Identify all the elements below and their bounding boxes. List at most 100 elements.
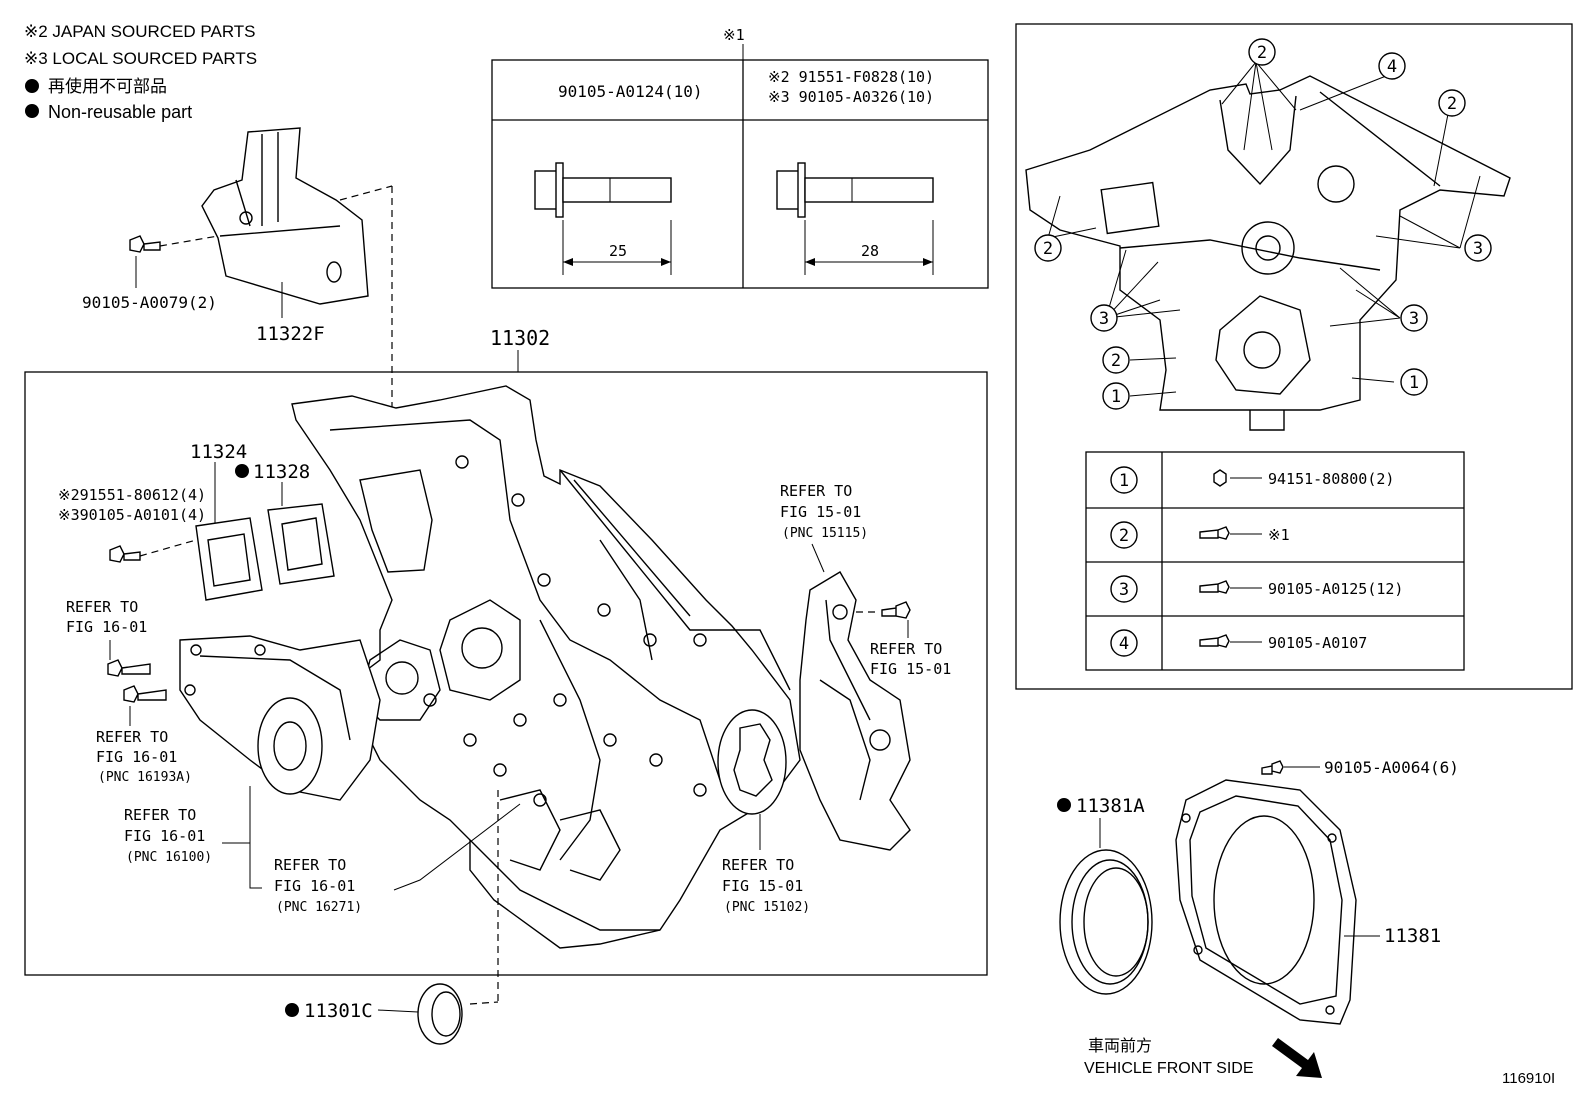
svg-text:(PNC 16100): (PNC 16100) <box>126 850 212 865</box>
flange-bolt-icon <box>534 162 672 218</box>
non-reusable-dot-icon <box>235 464 249 478</box>
refer-16271: REFER TO FIG 16-01 (PNC 16271) <box>274 803 521 915</box>
refer-15102: REFER TO FIG 15-01 (PNC 15102) <box>722 856 810 915</box>
assembly-frame <box>24 371 988 976</box>
part-11381: 11381 <box>1384 925 1441 947</box>
gasket-11328: 11328 <box>235 461 335 585</box>
svg-text:FIG 16-01: FIG 16-01 <box>274 877 355 895</box>
non-reusable-dot-icon <box>25 79 39 93</box>
svg-text:REFER TO: REFER TO <box>96 728 168 746</box>
bolt-key-row: 1 94151-80800(2) <box>1110 466 1394 494</box>
front-en: VEHICLE FRONT SIDE <box>1084 1060 1254 1077</box>
callout-circle: 1 <box>1102 382 1130 410</box>
part-90105-A0064: 90105-A0064(6) <box>1324 758 1459 777</box>
table-len1: 25 <box>609 242 627 260</box>
bolt-location-view <box>1025 75 1511 431</box>
rear-seal-retainer-11381: 90105-A0064(6) 11381 <box>1175 758 1459 1025</box>
callout-circle: 2 <box>1438 89 1466 117</box>
non-reusable-dot-icon <box>1057 798 1071 812</box>
svg-text:2: 2 <box>1447 94 1457 114</box>
table-col2-line2: ※3 90105-A0326(10) <box>768 88 934 106</box>
svg-text:1: 1 <box>1119 471 1129 491</box>
refer-16-01-top: REFER TO FIG 16-01 <box>66 598 167 703</box>
svg-text:2: 2 <box>1043 239 1053 259</box>
part-91551-80612: ※291551-80612(4) <box>58 486 206 504</box>
svg-text:FIG 15-01: FIG 15-01 <box>780 503 861 521</box>
legend: ※2 JAPAN SOURCED PARTS ※3 LOCAL SOURCED … <box>24 22 257 122</box>
bolt-key-row: 2 ※1 <box>1110 521 1290 549</box>
non-reusable-dot-icon <box>25 104 39 118</box>
legend-nonreuse-en: Non-reusable part <box>48 102 192 122</box>
bolt-callout-leaders <box>1047 61 1481 397</box>
svg-text:REFER TO: REFER TO <box>274 856 346 874</box>
callout-circle: 3 <box>1090 304 1118 332</box>
svg-text:3: 3 <box>1409 309 1419 329</box>
svg-text:(PNC 16193A): (PNC 16193A) <box>98 770 192 785</box>
oil-pump-rotor <box>717 709 787 850</box>
flange-bolt-icon <box>776 162 934 218</box>
callout-circle: 2 <box>1102 346 1130 374</box>
callout-circle: 1 <box>1400 368 1428 396</box>
svg-text:3: 3 <box>1473 239 1483 259</box>
svg-text:2: 2 <box>1111 351 1121 371</box>
vehicle-front-indicator: 車両前方 VEHICLE FRONT SIDE <box>1084 1037 1322 1078</box>
part-90105-A0079: 90105-A0079(2) <box>82 293 217 312</box>
callout-circle: 2 <box>1248 38 1276 66</box>
bolt-length-table: ※1 90105-A0124(10) ※2 91551-F0828(10) ※3… <box>491 26 989 289</box>
diagram-id: 116910I <box>1502 1070 1555 1087</box>
bracket-11322F: 90105-A0079(2) 11322F <box>82 127 393 345</box>
callout-circle: 2 <box>1034 234 1062 262</box>
svg-text:3: 3 <box>1119 580 1129 600</box>
svg-text:1: 1 <box>1111 387 1121 407</box>
callout-circle: 3 <box>1400 304 1428 332</box>
table-col1-part: 90105-A0124(10) <box>558 82 703 101</box>
bolt-key-row: 4 90105-A0107 <box>1110 629 1367 657</box>
svg-text:(PNC 15115): (PNC 15115) <box>782 526 868 541</box>
bolt-location-panel <box>1015 23 1573 690</box>
legend-local: ※3 LOCAL SOURCED PARTS <box>24 49 257 68</box>
oil-seal-11301C: 11301C <box>285 790 499 1045</box>
table-col2-line1: ※2 91551-F0828(10) <box>768 68 934 86</box>
svg-text:90105-A0125(12): 90105-A0125(12) <box>1268 580 1403 598</box>
svg-text:※1: ※1 <box>1268 526 1290 544</box>
legend-nonreuse-jp: 再使用不可部品 <box>48 76 167 96</box>
part-11302: 11302 <box>490 326 550 350</box>
svg-text:FIG 16-01: FIG 16-01 <box>66 618 147 636</box>
bolt-icon <box>1199 634 1230 648</box>
timing-chain-cover <box>291 385 801 949</box>
legend-japan: ※2 JAPAN SOURCED PARTS <box>24 22 256 41</box>
table-ref-mark: ※1 <box>723 26 745 44</box>
rear-oil-seal-11381A: 11381A <box>1057 795 1153 995</box>
svg-text:REFER TO: REFER TO <box>124 806 196 824</box>
part-11301C: 11301C <box>304 1000 373 1022</box>
front-jp: 車両前方 <box>1088 1037 1152 1055</box>
bolt-key-table: 1 94151-80800(2) 2 ※1 3 90105-A0125(12) … <box>1085 451 1465 671</box>
bolt-icon <box>1199 580 1230 594</box>
part-90105-A0101: ※390105-A0101(4) <box>58 506 206 524</box>
bolt-location-callouts: 2 4 2 2 3 3 3 2 <box>1034 38 1492 410</box>
svg-text:(PNC 15102): (PNC 15102) <box>724 900 810 915</box>
part-11381A: 11381A <box>1076 795 1145 817</box>
svg-text:4: 4 <box>1119 634 1129 654</box>
callout-circle: 3 <box>1464 234 1492 262</box>
part-11328: 11328 <box>253 461 310 483</box>
bolt-icon <box>1199 526 1230 540</box>
svg-text:1: 1 <box>1409 373 1419 393</box>
bolt-key-row: 3 90105-A0125(12) <box>1110 575 1403 603</box>
svg-text:(PNC 16271): (PNC 16271) <box>276 900 362 915</box>
table-len2: 28 <box>861 242 879 260</box>
gasket-11324: 11324 ※291551-80612(4) ※390105-A0101(4) <box>58 441 263 601</box>
water-pump <box>179 635 381 801</box>
svg-text:FIG 16-01: FIG 16-01 <box>96 748 177 766</box>
refer-16100: REFER TO FIG 16-01 (PNC 16100) <box>124 786 262 889</box>
callout-circle: 4 <box>1378 52 1406 80</box>
nut-icon <box>1213 469 1227 487</box>
svg-text:3: 3 <box>1099 309 1109 329</box>
svg-text:2: 2 <box>1257 43 1267 63</box>
refer-15115: REFER TO FIG 15-01 (PNC 15115) <box>780 482 868 573</box>
svg-text:FIG 15-01: FIG 15-01 <box>722 877 803 895</box>
part-11324: 11324 <box>190 441 247 463</box>
svg-text:REFER TO: REFER TO <box>66 598 138 616</box>
arrow-icon <box>1272 1038 1322 1078</box>
